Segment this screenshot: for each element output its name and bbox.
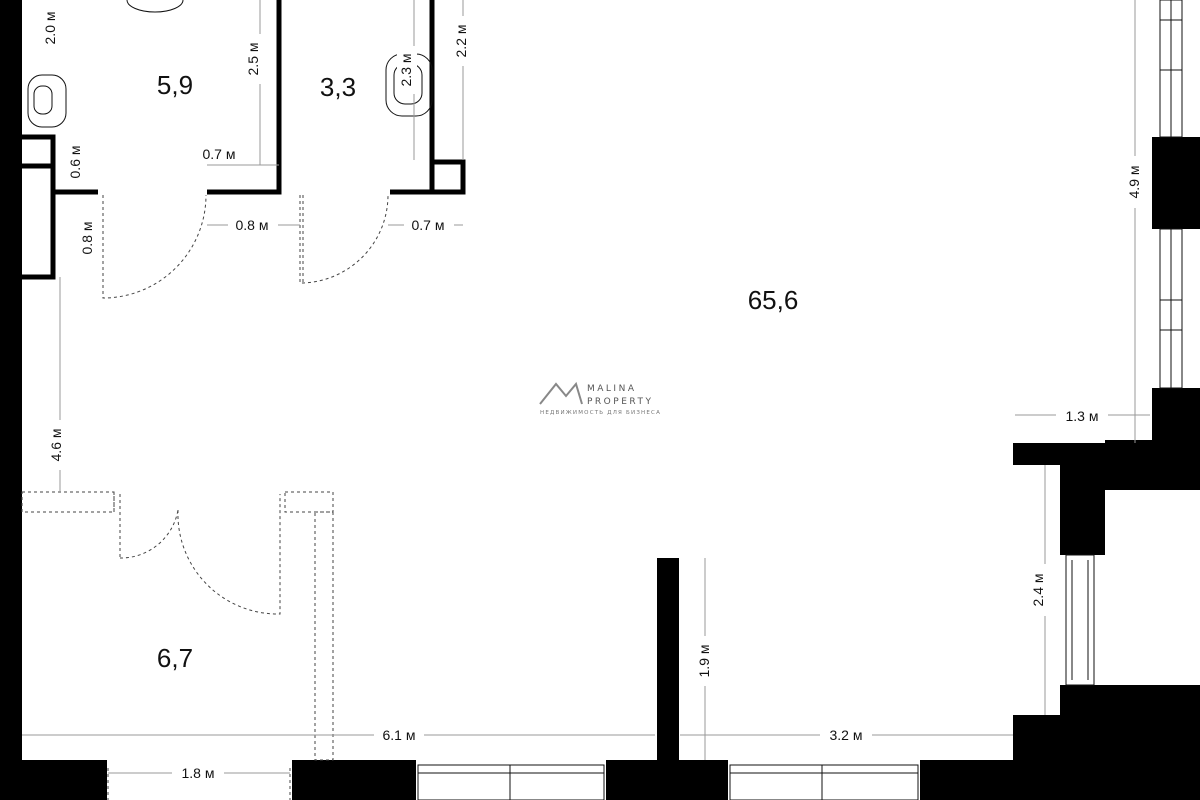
dim-2-0: 2.0 м (42, 12, 58, 45)
wall-bottom-pillar-2 (606, 760, 728, 800)
dim-0-6: 0.6 м (67, 146, 83, 179)
wall-right-pier-top (1152, 388, 1200, 488)
dim-1-9: 1.9 м (696, 645, 712, 678)
dim-2-5: 2.5 м (245, 43, 261, 76)
door-bathroom (102, 194, 207, 299)
dim-4-6: 4.6 м (48, 429, 64, 462)
toilet-icon (126, 0, 184, 13)
dim-0-7-a: 0.7 м (203, 146, 236, 162)
dim-1-8: 1.8 м (182, 765, 215, 781)
dim-0-8-b: 0.8 м (236, 217, 269, 233)
wall-left (0, 0, 22, 800)
dim-0-7-b: 0.7 м (412, 217, 445, 233)
niche-wall (22, 134, 56, 280)
dimension-lines (22, 0, 1150, 774)
dim-3-2: 3.2 м (830, 727, 863, 743)
watermark-line1: MALINA (587, 384, 636, 394)
watermark-logo: MALINA PROPERTY НЕДВИЖИМОСТЬ ДЛЯ БИЗНЕСА (539, 381, 661, 416)
office-partition (21, 491, 334, 800)
window-right-mid (1159, 228, 1183, 389)
wall-bottom-right (920, 760, 1200, 800)
dim-4-9: 4.9 м (1126, 166, 1142, 199)
door-office-right (177, 494, 281, 615)
bathroom-wall (207, 0, 282, 195)
window-bottom-1 (417, 764, 605, 800)
watermark-line2: PROPERTY (587, 397, 653, 407)
wall-right-pier-low (1060, 685, 1200, 765)
window-bottom-2 (729, 764, 919, 800)
dimension-labels: 2.0 м 2.5 м 2.3 м 2.2 м 0.7 м 0.6 м 0.8 … (40, 4, 1144, 782)
window-right-low (1065, 554, 1095, 686)
dim-2-3: 2.3 м (398, 54, 414, 87)
malina-logo-icon (539, 381, 583, 405)
dim-1-3: 1.3 м (1066, 408, 1099, 424)
door-office-left (119, 509, 179, 559)
room-area-bathroom: 5,9 (157, 70, 193, 100)
shaft-box (429, 159, 466, 195)
room-area-wc: 3,3 (320, 72, 356, 102)
window-right-top (1159, 0, 1183, 138)
wall-bottom-pillar-1 (292, 760, 416, 800)
dim-0-8-a: 0.8 м (79, 222, 95, 255)
wall-right-pier-upper (1152, 137, 1200, 229)
sink-basin-icon (33, 85, 53, 115)
wc-wall (390, 0, 435, 195)
dim-6-1: 6.1 м (383, 727, 416, 743)
room-area-office: 6,7 (157, 643, 193, 673)
wall-right-pier-mid (1060, 465, 1105, 555)
sink-icon (27, 74, 67, 128)
door-wc (299, 194, 389, 284)
dim-2-4: 2.4 м (1030, 574, 1046, 607)
dim-2-2: 2.2 м (453, 25, 469, 58)
watermark-tagline: НЕДВИЖИМОСТЬ ДЛЯ БИЗНЕСА (540, 410, 661, 416)
wall-bottom-left (22, 760, 107, 800)
partition-middle (657, 558, 679, 760)
room-area-main-hall: 65,6 (748, 285, 799, 315)
